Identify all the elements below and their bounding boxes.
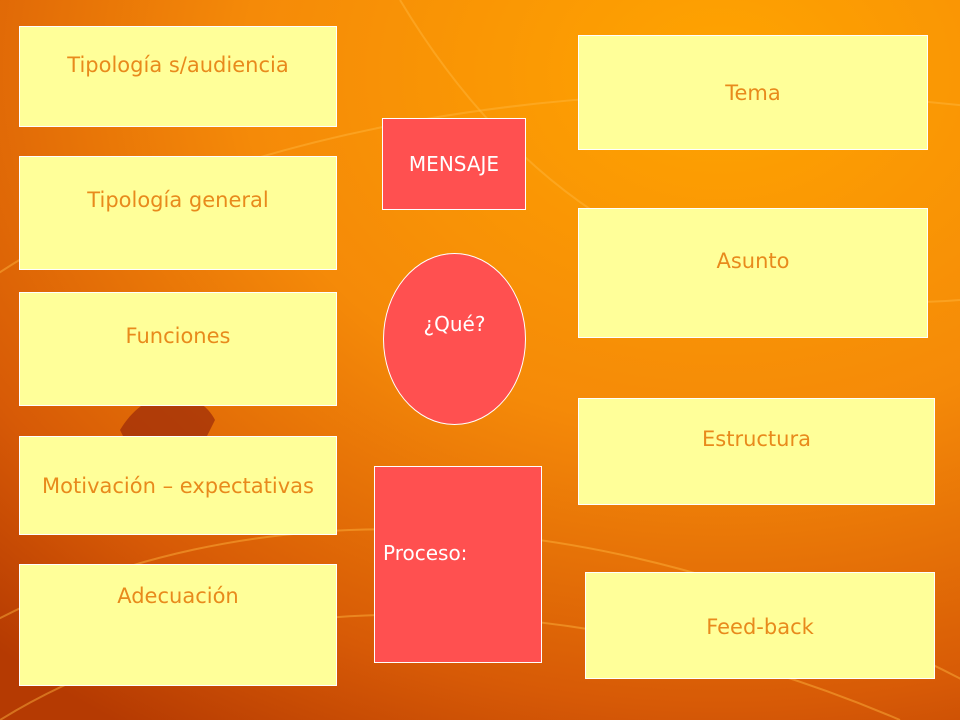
left-box-label: Tipología general [87, 188, 269, 212]
right-box-subject: Asunto [578, 208, 928, 338]
process-box: Proceso: [374, 466, 542, 663]
left-box-label: Adecuación [117, 584, 239, 608]
right-box-theme: Tema [578, 35, 928, 150]
left-box-label: Funciones [125, 324, 231, 348]
left-box-functions: Funciones [19, 292, 337, 406]
right-box-feedback: Feed-back [585, 572, 935, 679]
left-box-adequacy: Adecuación [19, 564, 337, 686]
que-label: ¿Qué? [423, 312, 486, 336]
que-ellipse: ¿Qué? [383, 253, 526, 425]
right-box-structure: Estructura [578, 398, 935, 505]
right-box-label: Tema [725, 80, 781, 105]
right-box-label: Asunto [716, 249, 790, 273]
right-box-label: Feed-back [706, 615, 814, 639]
mensaje-label: MENSAJE [408, 152, 500, 176]
left-box-label: Tipología s/audiencia [67, 53, 289, 77]
right-box-label: Estructura [702, 427, 811, 451]
process-label: Proceso: [383, 540, 468, 565]
left-box-general: Tipología general [19, 156, 337, 270]
left-box-audience: Tipología s/audiencia [19, 26, 337, 127]
left-box-motivation: Motivación – expectativas [19, 436, 337, 535]
left-box-label: Motivación – expectativas [42, 474, 314, 498]
mensaje-box: MENSAJE [382, 118, 526, 210]
